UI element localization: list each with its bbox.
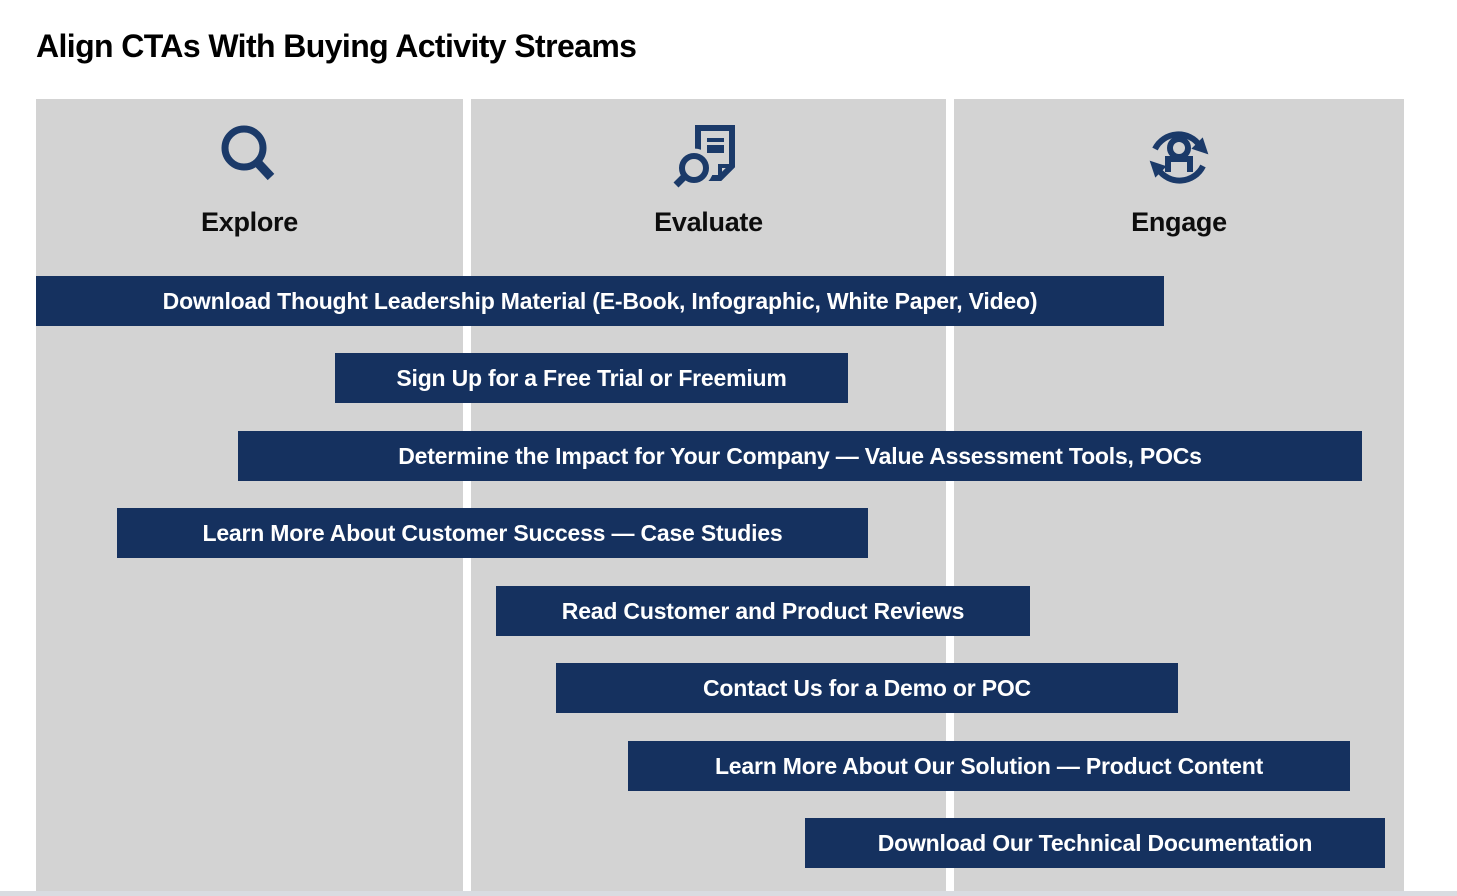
column-evaluate-label: Evaluate <box>654 207 763 237</box>
person-cycle-icon <box>1143 121 1215 195</box>
cta-bar-technical-docs: Download Our Technical Documentation <box>805 818 1385 868</box>
column-explore: Explore <box>36 99 463 896</box>
column-engage-header: Engage <box>954 99 1404 238</box>
cta-bar-value-assessment: Determine the Impact for Your Company — … <box>238 431 1362 481</box>
cta-bar-free-trial: Sign Up for a Free Trial or Freemium <box>335 353 848 403</box>
column-evaluate-header: Evaluate <box>471 99 946 238</box>
magnifier-icon <box>214 121 286 195</box>
cta-bar-case-studies: Learn More About Customer Success — Case… <box>117 508 868 558</box>
cta-bar-thought-leadership: Download Thought Leadership Material (E-… <box>36 276 1164 326</box>
cta-bar-product-reviews: Read Customer and Product Reviews <box>496 586 1030 636</box>
column-engage-label: Engage <box>1131 207 1227 237</box>
cta-bar-demo-poc: Contact Us for a Demo or POC <box>556 663 1178 713</box>
page-title: Align CTAs With Buying Activity Streams <box>36 28 637 64</box>
cta-bar-product-content: Learn More About Our Solution — Product … <box>628 741 1350 791</box>
bottom-edge-strip <box>0 891 1457 896</box>
column-explore-header: Explore <box>36 99 463 238</box>
document-review-icon <box>673 121 745 195</box>
column-explore-label: Explore <box>201 207 298 237</box>
